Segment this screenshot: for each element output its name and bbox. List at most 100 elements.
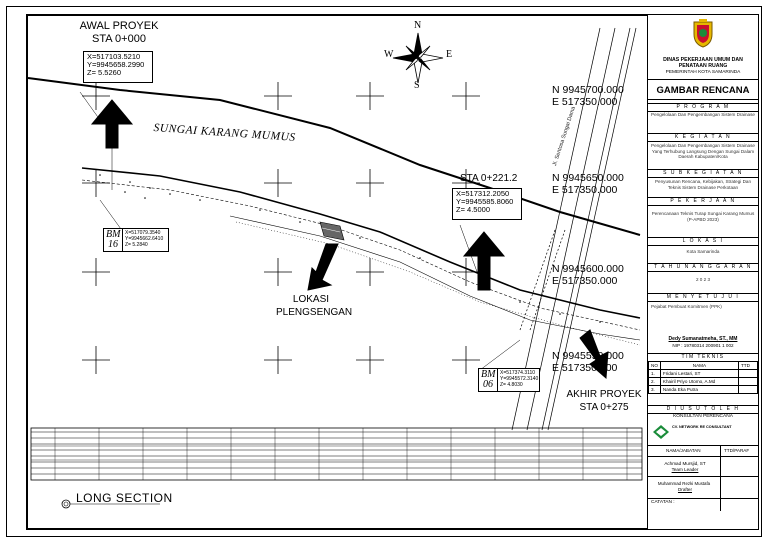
person2-role: Drafter	[677, 487, 693, 492]
diusut-head: D I U S U T O L E H	[648, 405, 758, 414]
outer-frame	[6, 6, 762, 537]
tim-nama: Khairil Priyo Utomo, A.Md	[659, 377, 740, 386]
bm16-y: Y=9945662.6410	[125, 236, 164, 242]
ppk-name: Dedy Sumanatmeha, ST., MM	[668, 336, 738, 342]
grid-e-4: E 517350.000	[552, 362, 618, 374]
sheet-title: GAMBAR RENCANA	[656, 85, 750, 96]
pekerjaan-head: P E K E R J A A N	[648, 197, 758, 206]
long-section-label: LONG SECTION	[76, 491, 173, 505]
tim-table: NO NAMA TTD 1. Fridani Lestari, ST 2. Kh…	[648, 361, 758, 394]
table-row: 3. Nanda Eka Putra	[648, 385, 758, 394]
tim-nama: Fridani Lestari, ST	[659, 369, 740, 378]
kegiatan-head: K E G I A T A N	[648, 133, 758, 142]
start-label: AWAL PROYEK STA 0+000	[78, 20, 160, 46]
person1-role: Team Leader	[671, 467, 699, 472]
plengsengan-area	[319, 221, 345, 241]
tim-nama: Nanda Eka Putra	[659, 385, 740, 394]
tim-col-ttd: TTD	[738, 361, 758, 370]
sub-kegiatan-text: Penyusunan Rencana, Kebijakan, Strategi …	[654, 179, 752, 190]
company-name: CV. NETWORK RE CONSULTANT	[672, 425, 732, 429]
arrows	[90, 99, 609, 380]
tim-col-no: NO	[648, 361, 661, 370]
tahun-head: T A H U N A N G G A R A N	[648, 263, 758, 272]
start-coord-box: X=517103.5210 Y=9945658.2990 Z= 5.5260	[83, 51, 153, 83]
grid-crosses	[82, 82, 480, 374]
pekerjaan-text: Perencanaan Teknis Turap Sungai Karang M…	[651, 211, 755, 222]
start-sta: STA 0+000	[92, 33, 146, 45]
grid-label-1: N 9945700.000 E 517350.000	[552, 84, 624, 108]
mid-x: X=517312.2050	[456, 189, 510, 198]
west-label: W	[384, 49, 394, 60]
lokasi-text: Kota Samarinda	[686, 249, 720, 254]
catatan-label: CATATAN :	[651, 500, 675, 505]
program-head: P R O G R A M	[648, 103, 758, 112]
start-title: AWAL PROYEK	[79, 20, 159, 32]
tim-col-nama: NAMA	[659, 361, 740, 370]
bm06-y: Y=9945572.3140	[500, 376, 539, 382]
grid-n-3: N 9945600.000	[552, 263, 624, 275]
table-row: 1. Fridani Lestari, ST	[648, 369, 758, 378]
lokasi-head: L O K A S I	[648, 237, 758, 246]
city-logo-icon	[693, 19, 713, 48]
agency-line3: PEMERINTAH KOTA SAMARINDA	[665, 70, 741, 75]
mid-z: Z= 4.5000	[456, 205, 490, 214]
tahun-text: 2 0 2 3	[695, 277, 711, 282]
compass-icon	[392, 32, 444, 84]
person1-name: Achmad Mursjid, ST	[664, 461, 706, 466]
menyetujui-head: M E N Y E T U J U I	[648, 293, 758, 302]
grid-label-2: N 9945650.000 E 517350.000	[552, 172, 624, 196]
grid-n-1: N 9945700.000	[552, 84, 624, 96]
agency-line1: DINAS PEKERJAAN UMUM DAN	[663, 57, 743, 63]
grid-n-4: N 9945550.000	[552, 350, 624, 362]
east-label: E	[446, 49, 453, 60]
end-title: AKHIR PROYEK	[566, 389, 642, 400]
road	[511, 27, 637, 431]
end-sta: STA 0+275	[579, 402, 629, 413]
sta-mid-label: STA 0+221.2	[460, 173, 518, 184]
mid-coord-box: X=517312.2050 Y=9945585.8060 Z= 4.5000	[452, 188, 522, 220]
bm16-box: BM 16 X=517079.3540 Y=9945662.6410 Z= 5.…	[103, 228, 169, 252]
bm16-z: Z= 5.2840	[125, 242, 148, 248]
start-y: Y=9945658.2990	[87, 60, 145, 69]
tim-no: 3.	[648, 385, 661, 394]
grid-label-4: N 9945550.000 E 517350.000	[552, 350, 624, 374]
long-section	[30, 427, 643, 509]
bm16-code: BM 16	[104, 229, 123, 251]
lokasi-label: LOKASI PLENGSENGAN	[276, 293, 353, 319]
person2-name: Muhammad Rezki Mustafa	[657, 481, 711, 486]
north-label: N	[414, 20, 422, 31]
lokasi-line2: PLENGSENGAN	[276, 307, 353, 318]
ttd-paraf-label: TTD/PARAF	[724, 448, 750, 453]
grid-e-3: E 517350.000	[552, 275, 618, 287]
lokasi-line1: LOKASI	[292, 294, 330, 305]
mid-y: Y=9945585.8060	[456, 197, 514, 206]
grid-e-1: E 517350.000	[552, 96, 618, 108]
bm06-x: X=517374.3110	[500, 370, 536, 376]
ppk-text: Pejabat Pembuat Komitmen (PPK)	[651, 304, 722, 309]
bm06-code: BM 06	[479, 369, 498, 391]
tim-no: 2.	[648, 377, 661, 386]
agency-line2: PENATAAN RUANG	[678, 63, 728, 69]
title-block: DINAS PEKERJAAN UMUM DAN PENATAAN RUANG …	[647, 14, 759, 530]
bm16-x: X=517079.3540	[125, 230, 161, 236]
tim-no: 1.	[648, 369, 661, 378]
grid-e-2: E 517350.000	[552, 184, 618, 196]
south-label: S	[414, 80, 420, 91]
grid-n-2: N 9945650.000	[552, 172, 624, 184]
river-banks	[27, 77, 641, 346]
bm06-box: BM 06 X=517374.3110 Y=9945572.3140 Z= 4.…	[478, 368, 540, 392]
konsultan-label: KONSULTAN PERENCANA	[673, 414, 733, 419]
start-z: Z= 5.5260	[87, 68, 121, 77]
bm06-z: Z= 4.8030	[500, 382, 523, 388]
table-row: 2. Khairil Priyo Utomo, A.Md	[648, 377, 758, 386]
program-text: Pengelolaan Dan Pengembangan Sistem Drai…	[651, 112, 755, 117]
sub-kegiatan-head: S U B K E G I A T A N	[648, 169, 758, 178]
nama-jabatan-label: NAMA/JABATAN	[666, 448, 701, 453]
consultant-logo-icon	[653, 425, 669, 439]
kegiatan-text: Pengelolaan Dan Pengembangan Sistem Drai…	[651, 143, 755, 160]
end-label: AKHIR PROYEK STA 0+275	[560, 388, 648, 414]
survey-points	[99, 174, 601, 323]
grid-label-3: N 9945600.000 E 517350.000	[552, 263, 624, 287]
